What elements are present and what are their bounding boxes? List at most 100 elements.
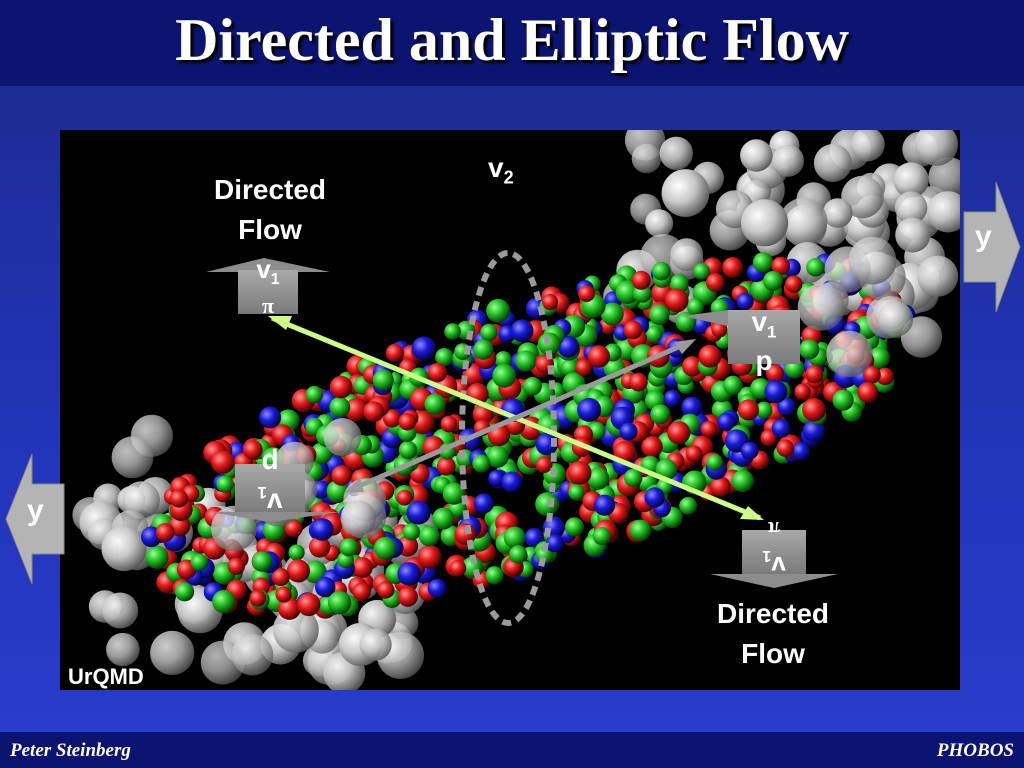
participant-particle	[717, 412, 736, 432]
participant-particle	[494, 351, 512, 369]
v1-proton-left-arrow	[210, 512, 340, 522]
v1-symbol: v	[771, 551, 786, 582]
participant-particle	[652, 261, 671, 281]
y-arrow-right	[963, 181, 1021, 313]
title-bar	[0, 0, 1024, 86]
participant-particle	[799, 339, 820, 360]
spectator-nucleon	[340, 500, 377, 537]
participant-particle	[249, 589, 267, 607]
p-symbol: p	[755, 344, 773, 376]
participant-particle	[396, 489, 413, 506]
participant-particle	[663, 389, 682, 408]
v2-ellipse	[459, 250, 557, 626]
participant-particle	[155, 523, 175, 542]
participant-particle	[802, 419, 826, 442]
participant-particle	[440, 415, 458, 433]
participant-particle	[832, 389, 854, 411]
participant-particle	[644, 487, 665, 508]
v1-pion-bottom-box	[742, 530, 806, 574]
participant-particle	[510, 319, 534, 343]
participant-particle	[629, 519, 652, 541]
v1-proton-right-label: v1 p	[730, 308, 798, 375]
participant-particle	[649, 304, 670, 325]
spectator-nucleon	[928, 157, 960, 198]
participant-particle	[771, 418, 791, 438]
participant-particle	[212, 589, 236, 614]
participant-particle	[503, 526, 526, 549]
participant-particle	[352, 582, 371, 601]
participant-particle	[344, 398, 368, 422]
participant-particle	[624, 468, 643, 488]
spectator-nucleon	[106, 632, 140, 667]
participant-particle	[776, 439, 795, 457]
participant-particle	[693, 263, 710, 280]
participant-particle	[331, 465, 352, 486]
participant-particle	[259, 406, 282, 429]
participant-particle	[760, 429, 777, 447]
participant-particle	[352, 557, 373, 578]
participant-particle	[169, 489, 188, 508]
participant-fireball	[111, 236, 943, 620]
proton-arrowhead-left	[344, 478, 364, 493]
pi-symbol: π	[261, 293, 275, 319]
v1-symbol: v	[256, 254, 271, 284]
participant-particle	[777, 397, 796, 416]
participant-particle	[876, 367, 894, 386]
participant-particle	[535, 456, 553, 473]
participant-particle	[736, 292, 754, 311]
participant-particle	[427, 578, 447, 598]
spectator-nucleon	[323, 418, 362, 456]
participant-particle	[252, 551, 273, 572]
participant-particle	[542, 293, 559, 311]
participant-particle	[575, 359, 593, 376]
participant-particle	[271, 568, 290, 586]
participant-particle	[631, 270, 651, 290]
directed-word: Directed	[213, 174, 327, 205]
participant-particle	[397, 586, 418, 607]
participant-particle	[524, 528, 544, 548]
participant-particle	[645, 325, 663, 343]
spectator-nucleon	[645, 209, 674, 238]
participant-particle	[145, 545, 169, 569]
participant-particle	[315, 576, 336, 598]
pi-symbol: π	[767, 517, 781, 542]
participant-particle	[309, 536, 331, 558]
pion-arrowhead-top	[268, 316, 292, 330]
spectator-nucleon	[111, 436, 154, 479]
participant-particle	[175, 582, 195, 602]
participant-particle	[766, 364, 785, 383]
participant-particle	[402, 523, 420, 541]
participant-particle	[731, 469, 754, 493]
participant-particle	[486, 298, 510, 323]
participant-particle	[515, 350, 537, 372]
v1-symbol: v	[751, 306, 768, 337]
participant-particle	[771, 256, 791, 276]
participant-particle	[802, 398, 826, 422]
slide-title: Directed and Elliptic Flow	[175, 7, 849, 73]
participant-particle	[339, 538, 359, 557]
proton-arrowhead-right	[674, 339, 696, 354]
participant-particle	[311, 518, 334, 541]
participant-particle	[398, 440, 418, 460]
participant-particle	[275, 586, 292, 603]
spectator-nucleon	[797, 283, 845, 331]
participant-particle	[785, 275, 803, 293]
participant-particle	[664, 288, 689, 313]
pion-arrowhead-bottom	[740, 506, 764, 520]
participant-particle	[705, 273, 725, 292]
spectator-nucleon	[914, 130, 958, 166]
participant-particle	[763, 270, 783, 291]
spectator-nucleon	[771, 144, 805, 177]
urqmd-figure: Directed Flow v2 v1 π v1 p v1 p v1 π Dir…	[60, 130, 960, 690]
directed-flow-bottom-label: Directed Flow	[685, 594, 861, 674]
urqmd-label: UrQMD	[68, 664, 144, 689]
participant-particle	[629, 372, 648, 392]
participant-particle	[385, 343, 404, 362]
participant-particle	[284, 519, 303, 538]
participant-particle	[286, 559, 310, 583]
v1-symbol: v	[266, 487, 283, 519]
participant-particle	[535, 492, 559, 517]
participant-particle	[587, 345, 610, 368]
spectator-nucleon	[895, 217, 931, 253]
participant-particle	[764, 380, 788, 404]
